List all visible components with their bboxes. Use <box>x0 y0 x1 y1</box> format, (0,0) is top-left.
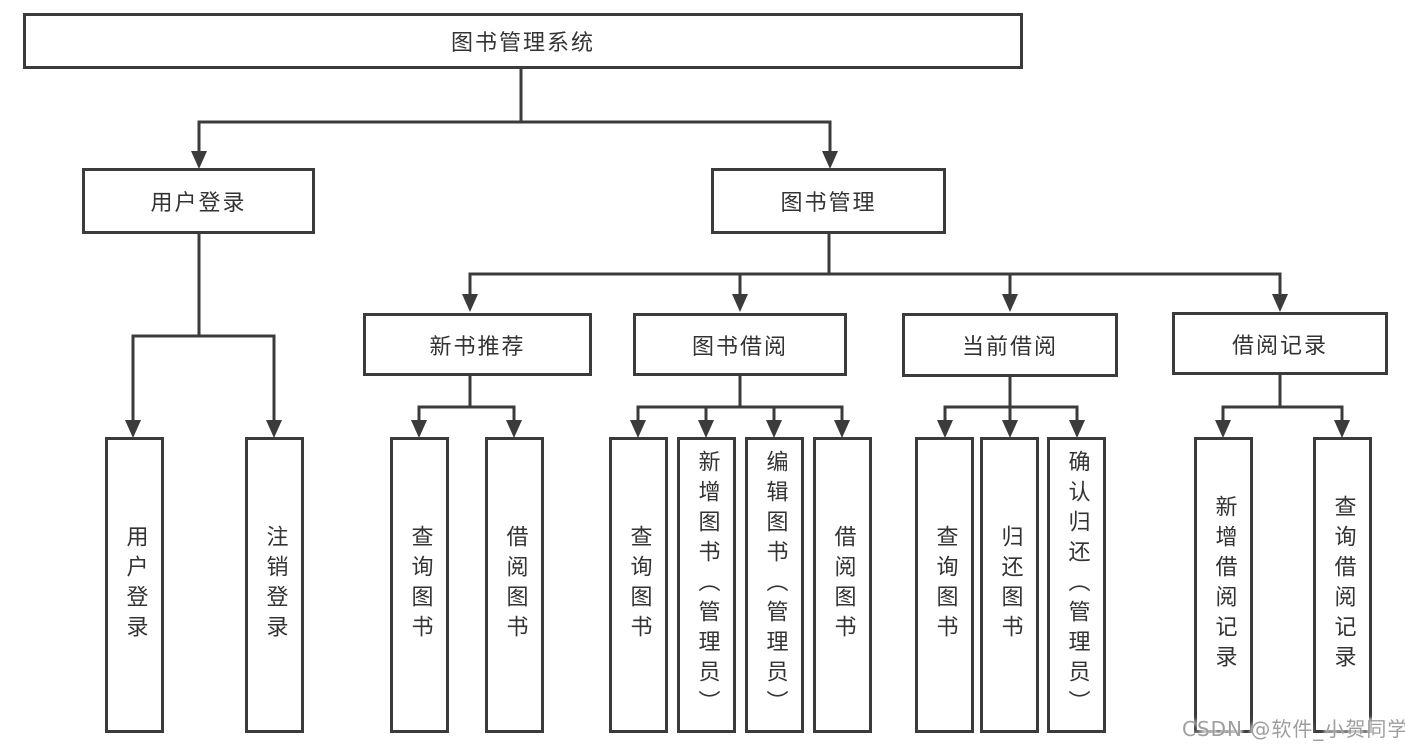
leaf-query-books-borrow: 查询图书 <box>609 437 668 733</box>
watermark: CSDN @软件_小贺同学 <box>1182 717 1405 741</box>
leaf-borrow-books-recommend-label: 借阅图书 <box>502 525 528 645</box>
leaf-query-books-borrow-label: 查询图书 <box>626 525 652 645</box>
node-current-borrow: 当前借阅 <box>902 313 1118 377</box>
node-book-borrow-label: 图书借阅 <box>691 334 788 360</box>
leaf-query-books-recommend: 查询图书 <box>390 437 449 733</box>
node-root-label: 图书管理系统 <box>450 31 595 56</box>
node-root: 图书管理系统 <box>23 13 1023 69</box>
leaf-add-borrow-record: 新增借阅记录 <box>1194 437 1253 733</box>
node-current-borrow-label: 当前借阅 <box>961 335 1058 360</box>
leaf-borrow-books-label: 借阅图书 <box>830 525 856 645</box>
node-borrow-records-label: 借阅记录 <box>1231 333 1328 359</box>
leaf-edit-book-admin: 编辑图书（管理员） <box>745 437 804 733</box>
leaf-user-login: 用户登录 <box>105 437 164 733</box>
leaf-logout: 注销登录 <box>245 437 304 733</box>
node-new-book-recommend-label: 新书推荐 <box>429 334 526 360</box>
node-book-management-label: 图书管理 <box>780 191 877 216</box>
leaf-query-borrow-record-label: 查询借阅记录 <box>1330 495 1356 675</box>
leaf-query-books-current: 查询图书 <box>915 437 974 733</box>
leaf-return-books: 归还图书 <box>980 437 1039 733</box>
node-user-login: 用户登录 <box>82 168 315 234</box>
leaf-add-book-admin-label: 新增图书（管理员） <box>694 450 720 720</box>
leaf-borrow-books-recommend: 借阅图书 <box>485 437 544 733</box>
node-book-management: 图书管理 <box>711 168 946 234</box>
leaf-confirm-return-admin-label: 确认归还（管理员） <box>1064 450 1090 720</box>
leaf-add-borrow-record-label: 新增借阅记录 <box>1211 495 1237 675</box>
node-book-borrow: 图书借阅 <box>633 313 847 376</box>
node-borrow-records: 借阅记录 <box>1172 312 1388 375</box>
node-user-login-label: 用户登录 <box>150 191 247 216</box>
leaf-query-books-recommend-label: 查询图书 <box>407 525 433 645</box>
leaf-add-book-admin: 新增图书（管理员） <box>677 437 736 733</box>
leaf-confirm-return-admin: 确认归还（管理员） <box>1047 437 1106 733</box>
leaf-borrow-books: 借阅图书 <box>813 437 872 733</box>
leaf-user-login-label: 用户登录 <box>122 525 148 645</box>
leaf-logout-label: 注销登录 <box>262 525 288 645</box>
leaf-edit-book-admin-label: 编辑图书（管理员） <box>762 450 788 720</box>
leaf-query-borrow-record: 查询借阅记录 <box>1313 437 1372 733</box>
node-new-book-recommend: 新书推荐 <box>363 313 592 376</box>
leaf-return-books-label: 归还图书 <box>997 525 1023 645</box>
leaf-query-books-current-label: 查询图书 <box>932 525 958 645</box>
